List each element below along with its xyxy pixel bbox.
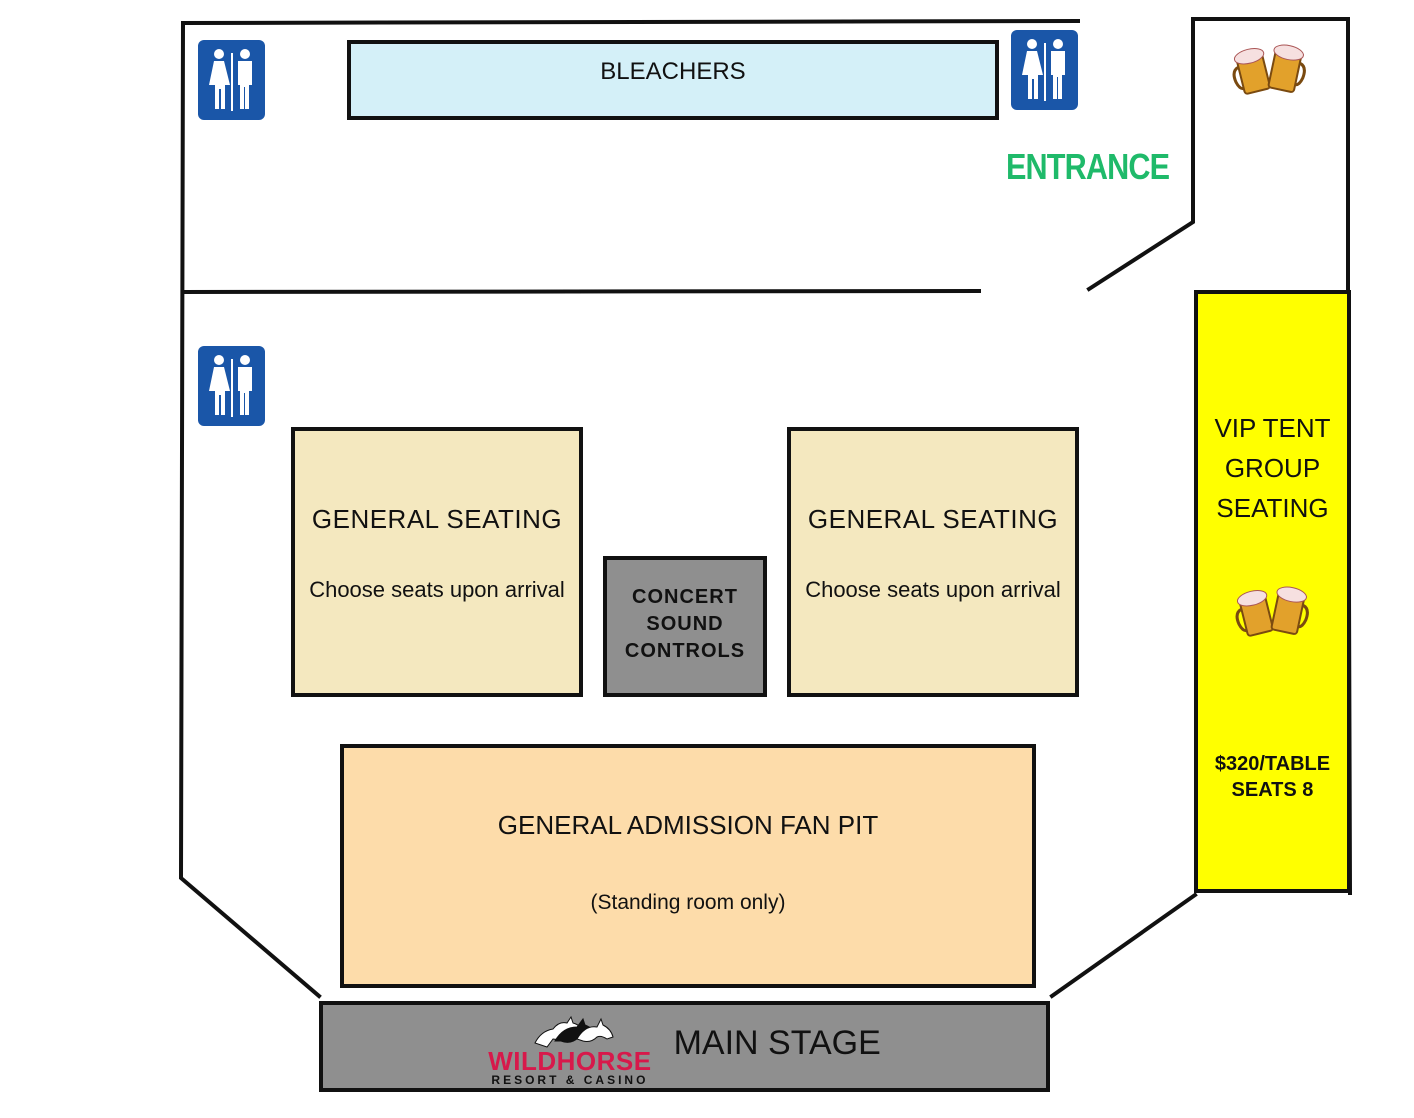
sound-controls-line: CONCERT <box>632 586 738 608</box>
fan-pit-title: GENERAL ADMISSION FAN PIT <box>497 809 879 840</box>
main-stage-label: MAIN STAGE <box>673 1024 881 1062</box>
vip-price: $320/TABLE <box>1214 753 1331 775</box>
brand-name: WILDHORSE <box>488 1045 652 1076</box>
main-stage: WILDHORSE RESORT & CASINO MAIN STAGE <box>319 1001 1050 1092</box>
entrance-label: ENTRANCE <box>1006 146 1170 187</box>
wildhorse-logo: WILDHORSE RESORT & CASINO <box>488 1013 651 1087</box>
wall-outer-left <box>178 18 1081 999</box>
general-admission-fan-pit: GENERAL ADMISSION FAN PIT (Standing room… <box>340 744 1036 988</box>
vip-pricing: $320/TABLE SEATS 8 <box>1215 751 1330 803</box>
sound-controls-line: SOUND <box>646 613 724 635</box>
general-seating-subtitle: Choose seats upon arrival <box>805 576 1061 602</box>
fan-pit-subtitle: (Standing room only) <box>590 890 786 914</box>
general-seating-right: GENERAL SEATING Choose seats upon arriva… <box>787 427 1079 697</box>
restroom-icon <box>1011 30 1078 110</box>
concert-sound-controls: CONCERT SOUND CONTROLS <box>603 556 767 697</box>
wall-lower-right <box>1049 892 1198 999</box>
sound-controls-line: CONTROLS <box>624 640 746 662</box>
bleachers-area: BLEACHERS <box>347 40 999 120</box>
vip-title-line: SEATING <box>1216 493 1329 523</box>
bleachers-label: BLEACHERS <box>600 58 746 85</box>
horses-logo-icon <box>534 1015 614 1048</box>
general-seating-title: GENERAL SEATING <box>807 503 1059 534</box>
general-seating-title: GENERAL SEATING <box>311 503 563 534</box>
general-seating-left: GENERAL SEATING Choose seats upon arriva… <box>291 427 583 697</box>
restroom-icon <box>198 40 265 120</box>
wall-divider <box>180 288 982 295</box>
vip-tent: VIP TENT GROUP SEATING $320/TABLE SEATS … <box>1194 290 1351 893</box>
general-seating-subtitle: Choose seats upon arrival <box>309 576 565 602</box>
beer-mugs-icon <box>1232 40 1308 105</box>
brand-subtitle: RESORT & CASINO <box>491 1072 649 1087</box>
beer-mugs-icon <box>1235 582 1311 647</box>
wall-bar-area <box>1086 17 1350 292</box>
restroom-icon <box>198 346 265 426</box>
vip-capacity: SEATS 8 <box>1231 779 1314 801</box>
vip-title-line: GROUP <box>1224 453 1321 483</box>
vip-title: VIP TENT GROUP SEATING <box>1214 408 1330 528</box>
vip-title-line: VIP TENT <box>1214 413 1331 443</box>
